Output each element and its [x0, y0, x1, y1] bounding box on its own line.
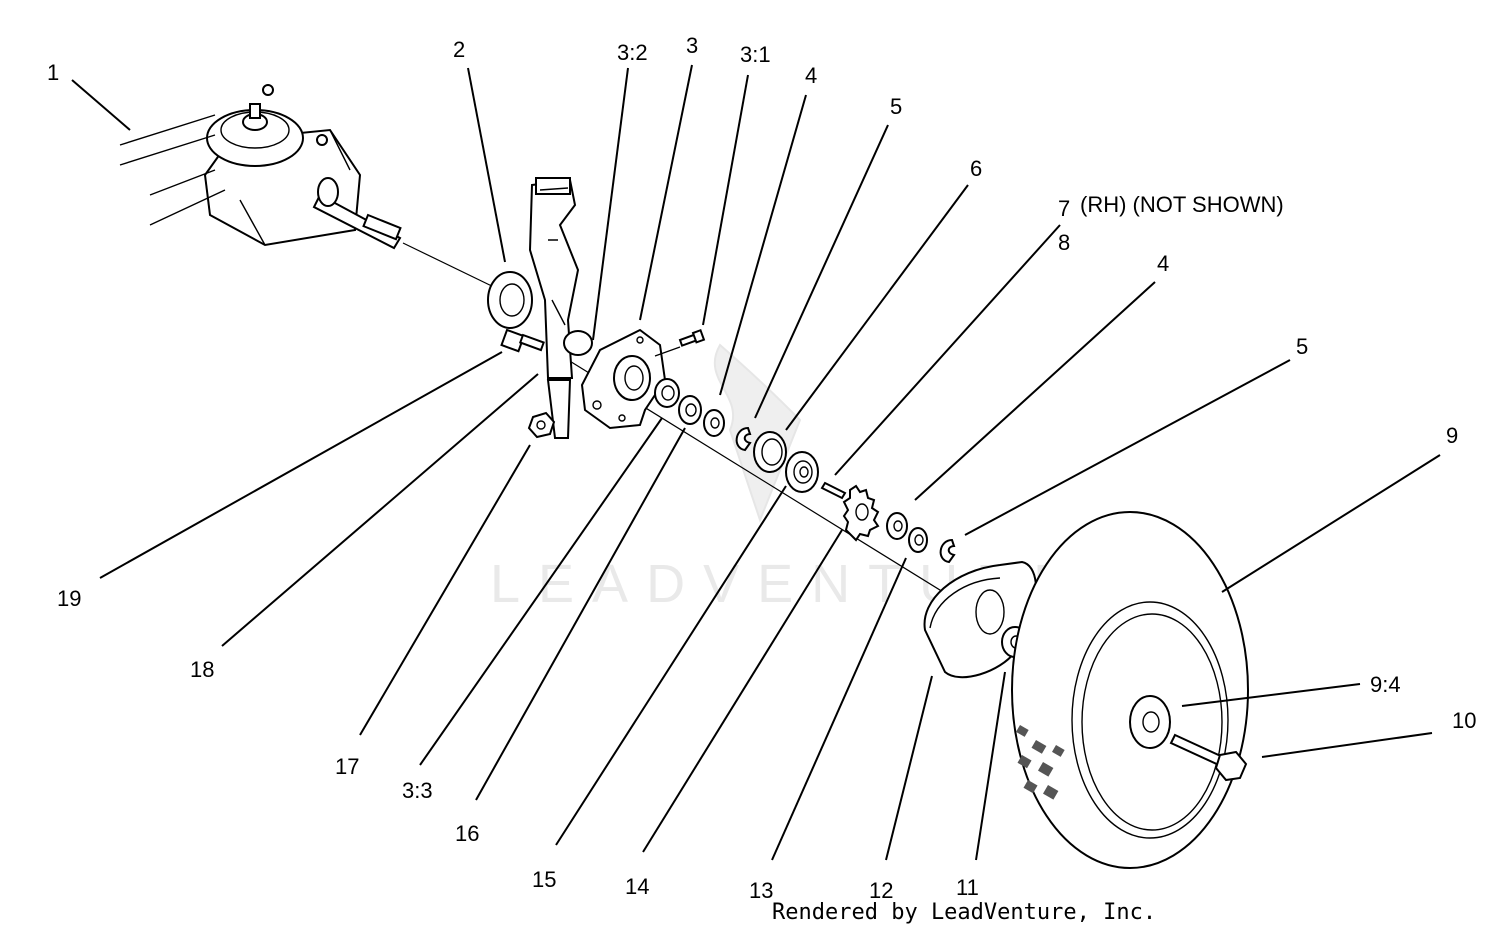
callout-4-top: 4 [805, 63, 817, 88]
seal-part-2 [487, 271, 533, 329]
bearing-part-3-3 [654, 378, 680, 408]
nut-part-17 [527, 411, 556, 439]
callout-3-3: 3:3 [402, 778, 433, 803]
callout-10: 10 [1452, 708, 1476, 733]
callout-5-right: 5 [1296, 334, 1308, 359]
bolt-part-10 [1169, 733, 1248, 782]
callout-3-2: 3:2 [617, 40, 648, 65]
callout-3: 3 [686, 33, 698, 58]
callout-13: 13 [749, 878, 773, 903]
pin-part-8 [820, 481, 847, 500]
callout-18: 18 [190, 657, 214, 682]
screw-part-3-1 [654, 328, 706, 357]
clip-part-5-right [939, 538, 956, 564]
callout-16: 16 [455, 821, 479, 846]
callout-19: 19 [57, 586, 81, 611]
callout-15: 15 [532, 867, 556, 892]
callout-7-note: (RH) (NOT SHOWN) [1080, 192, 1284, 217]
gear-part-14 [842, 484, 880, 542]
callout-14: 14 [625, 874, 649, 899]
callout-8: 8 [1058, 230, 1070, 255]
callout-11: 11 [956, 875, 979, 900]
bearing-part-15 [785, 451, 819, 493]
callout-3-1: 3:1 [740, 42, 771, 67]
clip-part-5 [735, 426, 752, 452]
callout-12: 12 [869, 878, 893, 903]
callout-6: 6 [970, 156, 982, 181]
washer-part-4 [703, 409, 725, 437]
washer-part-16 [678, 395, 702, 425]
callout-7: 7 [1058, 196, 1070, 221]
bolt-part-18 [500, 328, 545, 353]
housing-part-3 [580, 328, 667, 430]
callout-5-top: 5 [890, 94, 902, 119]
transmission-part [119, 84, 402, 250]
ring-part-6 [753, 431, 787, 473]
render-credit: Rendered by LeadVenture, Inc. [772, 900, 1156, 925]
callout-4-right: 4 [1157, 251, 1169, 276]
callout-9: 9 [1446, 423, 1458, 448]
leader-lines [71, 64, 1441, 861]
callout-9-4: 9:4 [1370, 672, 1401, 697]
wheel-part-9 [1011, 511, 1249, 869]
bushing-part-13 [908, 527, 928, 553]
callout-1: 1 [47, 60, 59, 85]
washer-part-4-right [886, 512, 908, 540]
callout-labels: 1 2 3:2 3 3:1 4 5 6 7 (RH) (NOT SHOWN) 8… [47, 33, 1476, 903]
callout-17: 17 [335, 754, 359, 779]
callout-2: 2 [453, 37, 465, 62]
